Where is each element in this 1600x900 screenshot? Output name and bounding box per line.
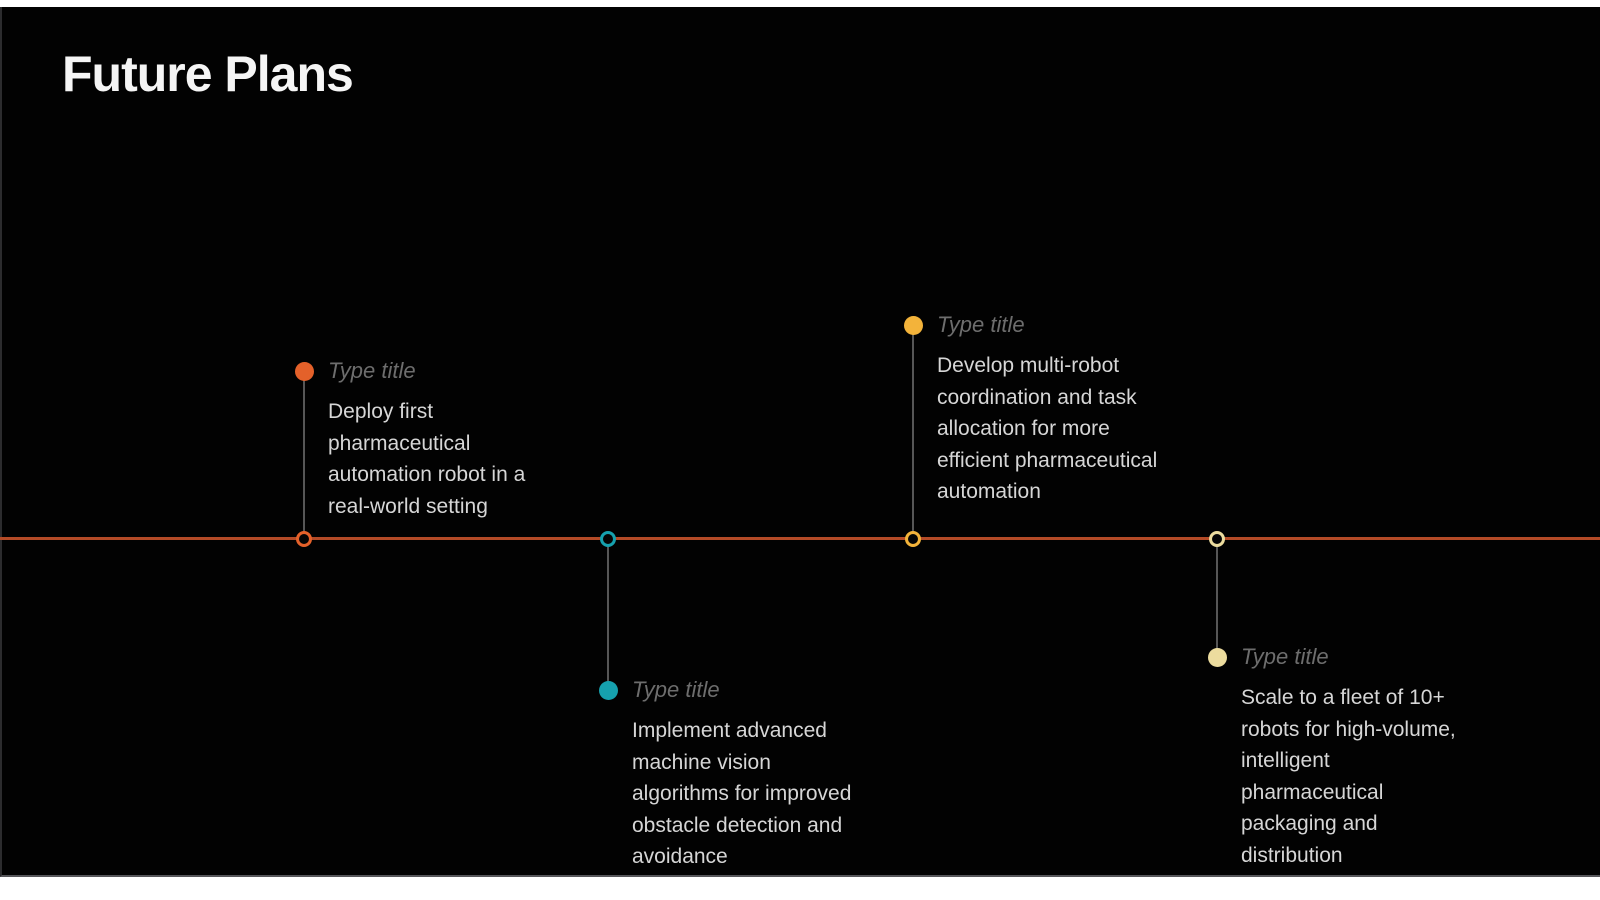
milestone-connector-line <box>912 325 914 539</box>
milestone-text-block: Type title Scale to a fleet of 10+ robot… <box>1241 643 1506 871</box>
slide-background <box>0 7 1600 877</box>
timeline-node-circle <box>296 530 312 547</box>
milestone-text-block: Type title Deploy first pharmaceutical a… <box>328 357 593 522</box>
milestone-title-placeholder[interactable]: Type title <box>937 312 1025 337</box>
timeline-line <box>0 537 1600 540</box>
milestone-connector-line <box>607 538 609 690</box>
milestone-description[interactable]: Develop multi-robot coordination and tas… <box>937 354 1158 503</box>
milestone-dot <box>903 315 923 335</box>
milestone-description[interactable]: Implement advanced machine vision algori… <box>632 719 852 868</box>
milestone-text-block: Type title Develop multi-robot coordinat… <box>937 311 1202 508</box>
milestone-connector-line <box>1216 538 1218 657</box>
page-title[interactable]: Future Plans <box>62 46 354 102</box>
milestone-title-placeholder[interactable]: Type title <box>1241 644 1329 669</box>
milestone-dot <box>598 680 618 700</box>
milestone-description[interactable]: Deploy first pharmaceutical automation r… <box>328 400 526 518</box>
milestone-dot <box>1207 647 1227 667</box>
milestone-dot <box>294 361 314 381</box>
milestone-text-block: Type title Implement advanced machine vi… <box>632 676 897 873</box>
timeline-node-circle <box>1209 530 1225 547</box>
timeline-node-circle <box>905 530 921 547</box>
milestone-title-placeholder[interactable]: Type title <box>632 677 720 702</box>
milestone-description[interactable]: Scale to a fleet of 10+ robots for high-… <box>1241 686 1456 867</box>
timeline-node-circle <box>600 530 616 547</box>
milestone-title-placeholder[interactable]: Type title <box>328 358 416 383</box>
milestone-connector-line <box>303 371 305 539</box>
